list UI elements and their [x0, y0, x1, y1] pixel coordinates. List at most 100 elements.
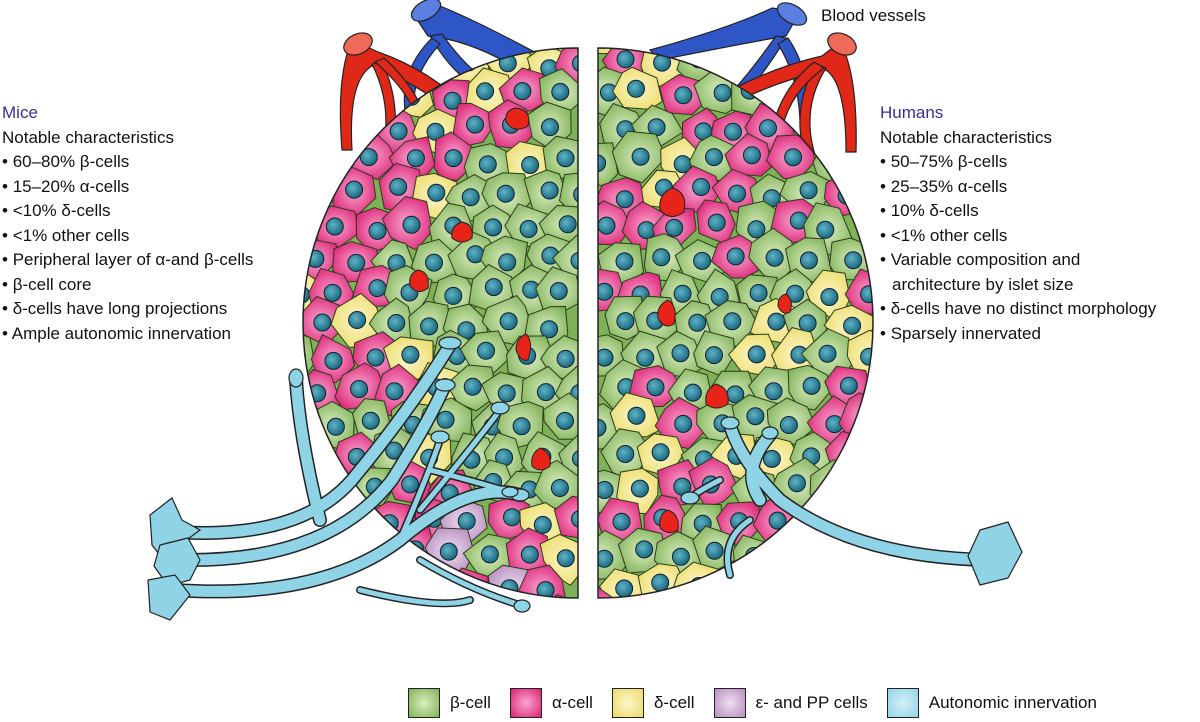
cell-nucleus: [536, 581, 555, 598]
cell-nucleus: [555, 23, 572, 40]
list-item: <1% other cells: [880, 224, 1198, 249]
list-item: Ample autonomic innervation: [2, 322, 302, 347]
cell-nucleus: [556, 349, 575, 368]
cell-nucleus: [822, 477, 841, 496]
humans-characteristics-list: 50–75% β-cells 25–35% α-cells 10% δ-cell…: [880, 150, 1198, 346]
cell-nucleus: [802, 376, 821, 395]
list-item: 10% δ-cells: [880, 199, 1198, 224]
cell-nucleus: [779, 416, 798, 434]
cell-nucleus: [839, 376, 858, 395]
beta-cell: [558, 433, 578, 481]
cell-nucleus: [556, 549, 575, 568]
cell-nucleus: [401, 475, 420, 494]
cell-nucleus: [389, 122, 408, 141]
legend: β-cell α-cell δ-cell ε- and PP cells Aut…: [408, 686, 1097, 720]
cell-nucleus: [313, 313, 332, 332]
cell-nucleus: [688, 313, 707, 332]
legend-item-delta-cell: δ-cell: [611, 688, 695, 718]
cell-nucleus: [636, 348, 655, 367]
cell-nucleus: [673, 284, 692, 303]
cell-nucleus: [723, 312, 742, 331]
cell-nucleus: [598, 481, 614, 499]
cell-nucleus: [519, 220, 538, 238]
cell-nucleus: [598, 418, 607, 437]
cell-nucleus: [387, 314, 406, 332]
cell-nucleus: [520, 545, 539, 564]
vein-right-opening: [776, 2, 808, 26]
cell-nucleus: [798, 314, 817, 333]
cell-nucleus: [361, 411, 380, 430]
cell-nucleus: [402, 215, 421, 234]
cell-nucleus: [556, 411, 574, 430]
cell-nucleus: [463, 377, 482, 396]
cell-nucleus: [401, 345, 420, 364]
legend-item-alpha-cell: α-cell: [509, 688, 593, 718]
cell-nucleus: [631, 147, 650, 166]
cell-nucleus: [366, 348, 385, 367]
beta-cell: [558, 171, 578, 215]
list-item: δ-cells have no distinct morphology: [880, 297, 1198, 322]
list-item: Sparsely innervated: [880, 322, 1198, 347]
cell-nucleus: [478, 155, 497, 174]
alpha-cell: [553, 495, 578, 541]
vein-left-opening: [410, 0, 442, 22]
cell-nucleus: [674, 414, 693, 433]
cell-nucleus: [439, 542, 458, 561]
cell-nucleus: [326, 417, 345, 436]
cell-nucleus: [598, 282, 614, 301]
cell-nucleus: [533, 515, 552, 534]
red-blood-cells: [409, 107, 792, 534]
list-item: Peripheral layer of α-and β-cells: [2, 248, 302, 273]
list-item: 50–75% β-cells: [880, 150, 1198, 175]
cell-nucleus: [764, 382, 783, 401]
list-item: Variable composition and: [880, 248, 1198, 273]
cell-nucleus: [350, 380, 369, 398]
legend-label: δ-cell: [653, 693, 695, 712]
legend-label: ε- and PP cells: [755, 693, 868, 712]
cell-nucleus: [556, 149, 575, 168]
list-item: <1% other cells: [2, 224, 302, 249]
cell-nucleus: [598, 154, 607, 173]
list-item: 60–80% β-cells: [2, 150, 302, 175]
cell-nucleus: [540, 181, 559, 200]
legend-label: α-cell: [551, 693, 593, 712]
cell-nucleus: [786, 284, 805, 303]
cell-nucleus: [480, 545, 499, 564]
cell-nucleus: [466, 115, 484, 134]
cell-nucleus: [570, 251, 578, 270]
cell-nucleus: [521, 156, 540, 174]
list-item-continuation: architecture by islet size: [892, 274, 1074, 294]
cell-nucleus: [787, 474, 806, 493]
cell-nucleus: [551, 82, 570, 101]
cell-nucleus: [765, 248, 784, 267]
cell-nucleus: [742, 146, 761, 165]
autonomic-innervation-swatch: [886, 688, 919, 718]
list-item: <10% δ-cells: [2, 199, 302, 224]
cell-nucleus: [571, 510, 578, 528]
cell-nucleus: [498, 253, 517, 272]
cell-nucleus: [612, 512, 631, 531]
cell-nucleus: [837, 186, 856, 205]
list-item: 15–20% α-cells: [2, 175, 302, 200]
cell-nucleus: [558, 215, 577, 234]
cell-nucleus: [484, 278, 503, 297]
cell-nucleus: [598, 549, 614, 568]
cell-nucleus: [348, 311, 367, 329]
cell-nucleus: [496, 184, 515, 203]
artery-right-opening: [827, 32, 857, 56]
cell-nucleus: [627, 79, 645, 98]
cell-nucleus: [674, 86, 693, 105]
cell-nucleus: [406, 149, 425, 168]
cell-nucleus: [598, 216, 616, 235]
cell-nucleus: [503, 508, 521, 527]
list-item: 25–35% α-cells: [880, 175, 1198, 200]
cell-nucleus: [484, 218, 503, 237]
cell-nucleus: [616, 50, 635, 69]
alpha-cell-swatch: [509, 688, 542, 718]
cell-nucleus: [665, 218, 684, 237]
cell-nucleus: [759, 119, 777, 138]
cell-nucleus: [323, 283, 342, 302]
cell-nucleus: [540, 320, 559, 339]
cell-nucleus: [651, 443, 670, 462]
mice-characteristics-list: 60–80% β-cells 15–20% α-cells <10% δ-cel…: [2, 150, 302, 346]
